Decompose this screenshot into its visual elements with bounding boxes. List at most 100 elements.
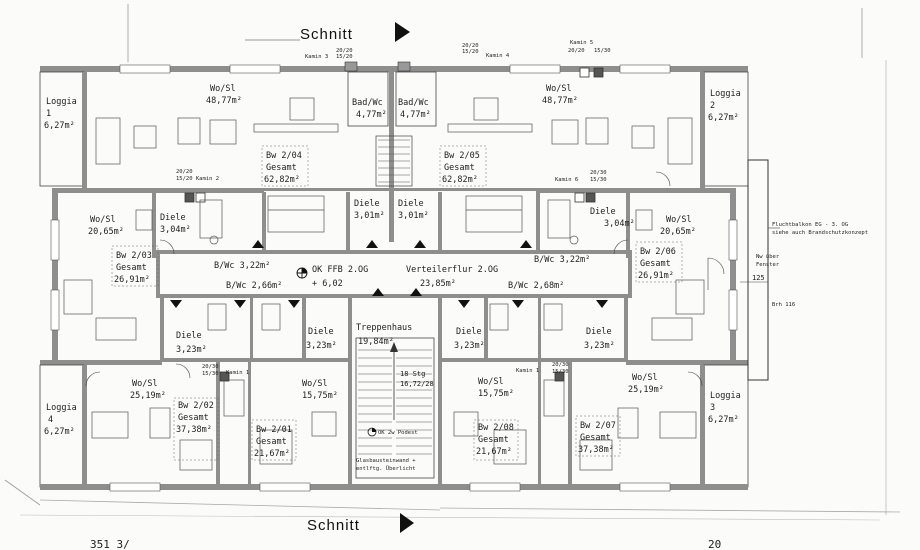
unit-number: Bw 2/05 <box>444 151 480 161</box>
stair-note: entlftg. Überlicht <box>356 465 416 472</box>
room-area: 3,23m² <box>454 341 485 351</box>
room-area: 6,27m² <box>44 427 75 437</box>
annotation-fire-protection: siehe auch Brandschutzkonzept <box>772 230 868 236</box>
chimney-label-kamin1: Kamin 1 <box>226 370 249 376</box>
level-value: + 6,02 <box>312 279 343 289</box>
unit-area: 26,91m² <box>114 275 150 285</box>
room-name: Wo/Sl <box>132 379 158 389</box>
chimney-dim: 15/30 <box>202 371 219 377</box>
landing-label: OK 2w Podest <box>378 430 418 436</box>
section-marker-bottom: Schnitt <box>307 513 414 534</box>
unit-area: 37,38m² <box>578 445 614 455</box>
staircase-area: 19,84m² <box>358 337 394 347</box>
level-label: OK FFB 2.OG <box>312 265 368 275</box>
room-area: 6,27m² <box>708 113 739 123</box>
room-area: 3,23m² <box>306 341 337 351</box>
unit-number: Bw 2/04 <box>266 151 302 161</box>
room-name: Bad/Wc <box>398 98 429 108</box>
unit-label: Gesamt <box>640 259 671 269</box>
unit-area: 21,67m² <box>476 447 512 457</box>
room-area: 6,27m² <box>708 415 739 425</box>
room-area: 4,77m² <box>400 110 431 120</box>
chimney-dim: 20/20 <box>462 43 479 49</box>
room-name: Loggia <box>710 89 741 99</box>
room-number: 2 <box>710 101 715 111</box>
room-label: B/Wc 2,68m² <box>508 281 564 291</box>
room-name: Wo/Sl <box>632 373 658 383</box>
chimney-dim: 20/20 <box>336 48 353 54</box>
room-name: Diele <box>354 199 380 209</box>
unit-area: 62,82m² <box>442 175 478 185</box>
unit-area: 37,38m² <box>176 425 212 435</box>
chimney-dim: 15/30 <box>552 369 569 375</box>
chimney-label-kamin4: Kamin 4 <box>486 53 510 59</box>
unit-number: Bw 2/03 <box>116 251 152 261</box>
room-area: 25,19m² <box>628 385 664 395</box>
room-name: Diele <box>398 199 424 209</box>
room-area: 3,01m² <box>354 211 385 221</box>
room-area: 25,19m² <box>130 391 166 401</box>
room-name: Diele <box>590 207 616 217</box>
section-arrow-top <box>395 22 410 42</box>
inner-walls <box>152 71 632 488</box>
chimney-dim: 15/30 <box>590 177 607 183</box>
escape-balcony <box>747 159 769 381</box>
room-name: Bad/Wc <box>352 98 383 108</box>
room-area: 3,04m² <box>604 219 635 229</box>
room-name: Diele <box>308 327 334 337</box>
room-area: 20,65m² <box>88 227 124 237</box>
stair-count: 18 Stg <box>400 370 425 378</box>
chimney-label-kamin5: Kamin 5 <box>570 40 593 46</box>
chimney-dim: 20/20 <box>568 48 585 54</box>
room-number: 3 <box>710 403 715 413</box>
annotation-escape-balcony: Fluchtbalkon EG - 3. OG <box>772 222 848 228</box>
unit-area: 62,82m² <box>264 175 300 185</box>
room-area: 3,23m² <box>176 345 207 355</box>
section-arrow-bottom <box>400 513 414 533</box>
chimney-dim: 20/20 <box>176 169 193 175</box>
room-area: 20,65m² <box>660 227 696 237</box>
room-number: 1 <box>46 109 51 119</box>
room-label: B/Wc 3,22m² <box>534 255 590 265</box>
unit-box-bw207 <box>575 415 621 457</box>
parapet-height: Brh 116 <box>772 302 795 308</box>
unit-area: 26,91m² <box>638 271 674 281</box>
door-markers <box>170 240 608 308</box>
room-name: Loggia <box>46 403 77 413</box>
room-area: 3,01m² <box>398 211 429 221</box>
room-area: 15,75m² <box>478 389 514 399</box>
cropped-text: 351 3/ <box>90 538 130 550</box>
chimney-dim: 20/30 <box>552 362 569 368</box>
room-area: 3,04m² <box>160 225 191 235</box>
room-label: B/Wc 3,22m² <box>214 261 270 271</box>
unit-label: Gesamt <box>580 433 611 443</box>
unit-number: Bw 2/01 <box>256 425 292 435</box>
chimney-dim: 15/20 <box>462 49 479 55</box>
room-name: Diele <box>456 327 482 337</box>
chimney-dim: 15/30 <box>594 48 611 54</box>
staircase <box>355 135 435 479</box>
annotation-window: Nw über <box>756 254 780 260</box>
chimney-label-kamin3: Kamin 3 <box>305 54 328 60</box>
room-name: Wo/Sl <box>546 84 572 94</box>
room-name: Wo/Sl <box>90 215 116 225</box>
unit-box-bw208 <box>473 419 519 461</box>
chimney-dim: 15/20 <box>336 54 353 60</box>
dimension-label: 125 <box>752 274 765 282</box>
room-name: Loggia <box>710 391 741 401</box>
staircase-name: Treppenhaus <box>356 323 412 333</box>
annotation-window: Fenster <box>756 262 780 268</box>
unit-number: Bw 2/07 <box>580 421 616 431</box>
room-name: Diele <box>586 327 612 337</box>
unit-box-bw202 <box>173 397 219 461</box>
outer-walls <box>39 66 749 490</box>
paper-edges <box>4 4 901 521</box>
chimney-label-kamin6: Kamin 6 <box>555 177 578 183</box>
section-marker-top: Schnitt <box>245 22 410 43</box>
unit-box-bw203 <box>111 245 159 287</box>
stair-dim: 16,72/28 <box>400 380 434 388</box>
unit-label: Gesamt <box>266 163 297 173</box>
room-name: Loggia <box>46 97 77 107</box>
unit-number: Bw 2/08 <box>478 423 514 433</box>
